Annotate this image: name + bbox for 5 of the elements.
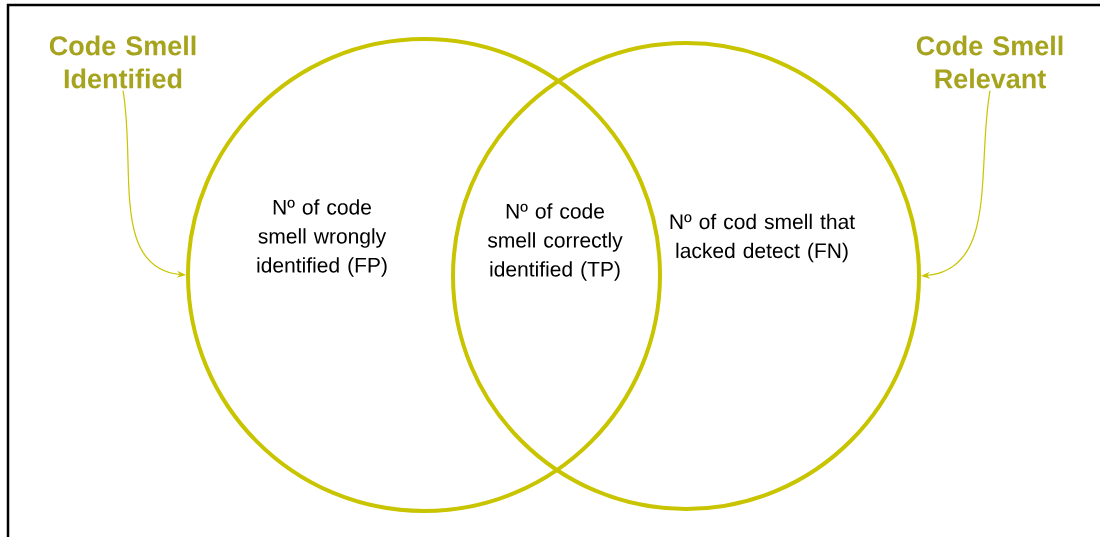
heading-label: Code Smell Relevant <box>916 35 1063 89</box>
region-label: Nº of cod smell that lacked detect (FN) <box>670 213 855 263</box>
region-label: Nº of code smell wrongly identified (FP) <box>257 199 387 277</box>
region-label: Nº of code smell correctly identified (TP) <box>487 203 623 281</box>
heading-label: Code Smell Identified <box>49 35 196 89</box>
